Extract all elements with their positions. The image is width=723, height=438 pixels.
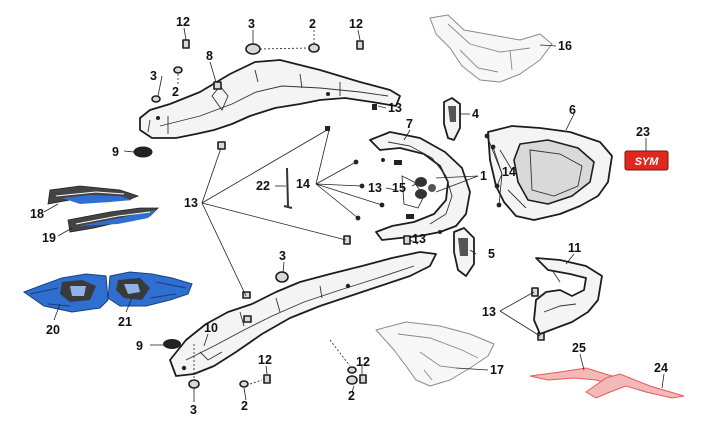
sym-logo-text: SYM: [635, 156, 660, 168]
label-24: 24: [654, 361, 668, 375]
label-15: 15: [392, 181, 406, 195]
label-13-mid-right: 13: [412, 232, 426, 246]
label-6: 6: [569, 103, 576, 117]
label-20: 20: [46, 323, 60, 337]
part-21-decal: [107, 271, 193, 307]
part-4-turn-signal: [443, 97, 461, 141]
part-24-stripe: [585, 373, 685, 399]
label-12-top-right: 12: [349, 17, 363, 31]
label-11: 11: [568, 241, 581, 255]
label-9-top: 9: [112, 145, 119, 159]
part-23-sym-emblem: SYM: [624, 150, 669, 171]
label-18: 18: [30, 207, 44, 221]
part-20-decal: [22, 273, 109, 313]
part-7-center-frame: [369, 131, 471, 241]
label-2-bottom-left: 2: [241, 399, 248, 413]
label-25: 25: [572, 341, 586, 355]
label-12-top-left: 12: [176, 15, 190, 29]
part-16-inner-shelf: [429, 14, 553, 83]
part-17-inner-cover: [375, 321, 495, 387]
label-3-top: 3: [248, 17, 255, 31]
leader-lines: [43, 27, 665, 402]
label-5: 5: [488, 247, 495, 261]
label-8: 8: [206, 49, 213, 63]
label-13-bottom-right: 13: [482, 305, 496, 319]
part-6-tail-light: [484, 125, 613, 221]
label-4: 4: [472, 107, 479, 121]
label-2-bottom-right: 2: [348, 389, 355, 403]
part-8-upper-rear-frame: [139, 59, 401, 139]
label-12-bottom-left: 12: [258, 353, 272, 367]
bottom-fasteners: [163, 271, 367, 389]
label-2-left: 2: [172, 85, 179, 99]
part-13-clips: [217, 104, 545, 341]
label-10: 10: [204, 321, 218, 335]
label-21: 21: [118, 315, 132, 329]
label-3-mid: 3: [279, 249, 286, 263]
label-12-bottom-right: 12: [356, 355, 370, 369]
part-10-lower-frame: [169, 251, 437, 377]
label-17: 17: [490, 363, 504, 377]
part-15-clips: [415, 177, 436, 199]
part-22-rod: [283, 167, 293, 209]
part-5-turn-signal: [453, 227, 475, 277]
label-3-left: 3: [150, 69, 157, 83]
label-13-left: 13: [184, 196, 198, 210]
label-16: 16: [558, 39, 572, 53]
label-23: 23: [636, 125, 650, 139]
label-14-center: 14: [296, 177, 310, 191]
label-13-center: 13: [368, 181, 382, 195]
part-18-decal: [47, 185, 140, 205]
label-1: 1: [480, 169, 487, 183]
part-19-decal: [67, 207, 159, 233]
label-13-top: 13: [388, 101, 402, 115]
label-3-bottom: 3: [190, 403, 197, 417]
label-22: 22: [256, 179, 270, 193]
label-7: 7: [406, 117, 413, 131]
label-19: 19: [42, 231, 56, 245]
label-9-bottom: 9: [136, 339, 143, 353]
label-14-right: 14: [502, 165, 516, 179]
callout-labels: 12 3 2 12 16 8 3 2 13 4 6 7 23 9 1 14 13…: [30, 15, 668, 417]
part-11-bracket: [533, 257, 603, 335]
label-2-top: 2: [309, 17, 316, 31]
